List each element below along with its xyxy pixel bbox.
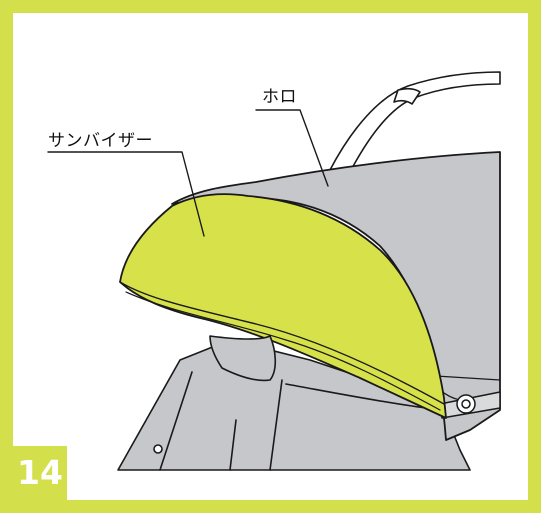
handlebar: [329, 71, 501, 173]
step-number-badge: 14: [13, 446, 67, 500]
leader-lines: [47, 109, 329, 237]
canopy-hinge: [439, 391, 501, 419]
visor-side-flap: [209, 335, 277, 382]
sun-visor-label: サンバイザー: [48, 131, 153, 151]
sun-visor: [119, 193, 447, 419]
hood-label: ホロ: [262, 87, 297, 107]
